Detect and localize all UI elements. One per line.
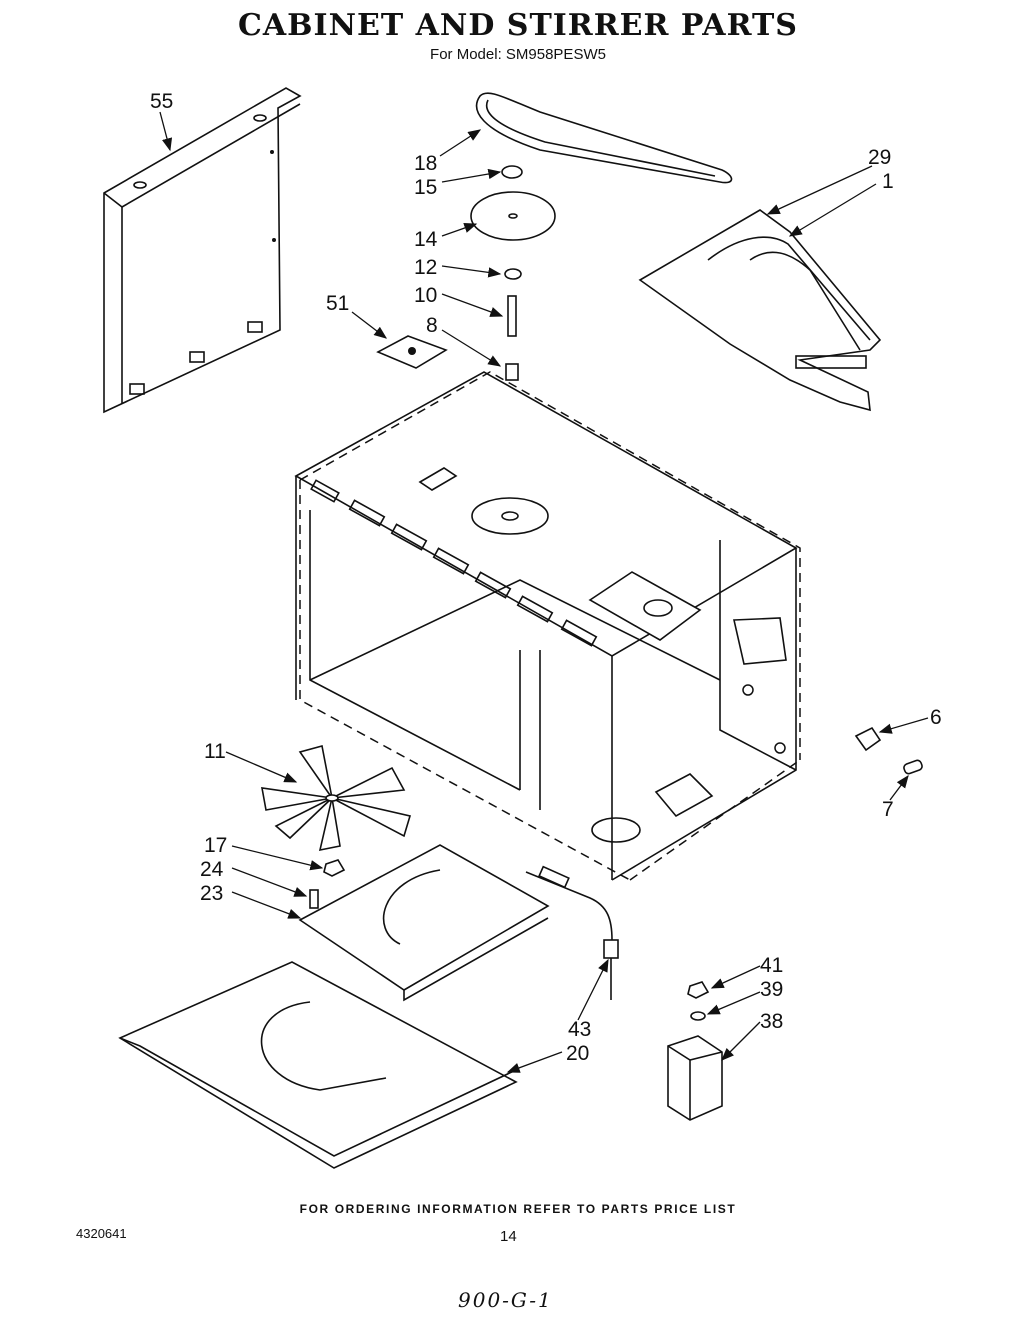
callout-1: 1 <box>882 170 894 193</box>
air-duct-part-29 <box>638 209 882 412</box>
callout-55: 55 <box>150 90 173 113</box>
page-number: 14 <box>500 1228 517 1245</box>
callout-41: 41 <box>760 954 783 977</box>
callout-38: 38 <box>760 1010 783 1033</box>
leader-lines <box>159 111 929 1073</box>
thermal-fuse-part-43 <box>525 865 619 1000</box>
nut-part-41 <box>687 981 710 999</box>
callout-15: 15 <box>414 176 437 199</box>
callout-24: 24 <box>200 858 224 881</box>
cabinet-outline <box>299 371 801 881</box>
callout-39: 39 <box>760 978 783 1001</box>
washer-part-12 <box>504 268 522 280</box>
stirrer-pulley-part-14 <box>470 191 556 241</box>
support-bracket-part-23 <box>298 844 550 1002</box>
pin-part-7 <box>903 759 923 775</box>
callout-12: 12 <box>414 256 437 279</box>
callout-29: 29 <box>868 146 891 169</box>
model-subtitle: For Model: SM958PESW5 <box>430 46 606 63</box>
callout-14: 14 <box>414 228 438 251</box>
nut-part-17 <box>323 859 346 877</box>
callout-11: 11 <box>204 740 226 763</box>
callout-51: 51 <box>326 292 349 315</box>
belt-part-18 <box>475 92 733 184</box>
callout-7: 7 <box>882 798 894 821</box>
bracket-assembly-part-38 <box>667 1035 723 1121</box>
callout-17: 17 <box>204 834 227 857</box>
stirrer-blade-part-11 <box>261 745 412 852</box>
callout-43: 43 <box>568 1018 591 1041</box>
page-title: CABINET AND STIRRER PARTS <box>238 8 798 43</box>
handwritten-note: 900-G-1 <box>458 1288 553 1312</box>
screw-part-24 <box>309 889 319 909</box>
callout-labels: 55 18 15 14 12 10 8 51 29 1 6 7 11 17 24… <box>150 90 942 1065</box>
callout-8: 8 <box>426 314 438 337</box>
document-number: 4320641 <box>76 1226 127 1241</box>
ordering-note: FOR ORDERING INFORMATION REFER TO PARTS … <box>299 1202 737 1216</box>
shaft-part-10 <box>507 295 517 337</box>
base-plate-part-20 <box>118 961 518 1169</box>
latch-part-6 <box>854 726 882 752</box>
callout-6: 6 <box>930 706 942 729</box>
callout-10: 10 <box>414 284 437 307</box>
washer-part-39 <box>690 1011 706 1021</box>
callout-18: 18 <box>414 152 437 175</box>
callout-20: 20 <box>566 1042 589 1065</box>
clip-part-15 <box>501 165 523 179</box>
cabinet-frame <box>294 371 798 881</box>
cover-plate-hole <box>408 347 416 355</box>
bushing-part-8 <box>505 363 519 381</box>
callout-23: 23 <box>200 882 223 905</box>
back-panel-part-55 <box>103 87 302 414</box>
